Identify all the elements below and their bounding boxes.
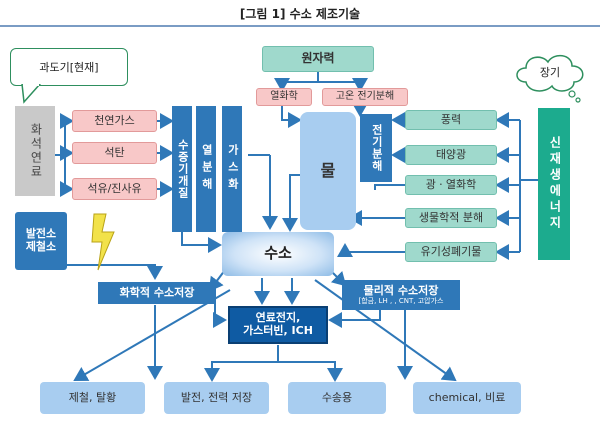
long-term-cloud: [516, 54, 584, 103]
fossil-fuel-group: 화석연료: [15, 106, 55, 196]
hydrogen-box: 수소: [222, 232, 334, 276]
physical-storage: 물리적 수소저장 [합금, LH , , CNT, 고압가스: [342, 280, 460, 310]
use-steel-desulfurization: 제철, 탈황: [40, 382, 145, 414]
current-callout-label: 과도기[현재]: [39, 61, 99, 74]
current-callout: 과도기[현재]: [10, 48, 128, 86]
use-transport: 수송용: [288, 382, 386, 414]
renewable-energy-group: 신재생에너지: [538, 108, 570, 260]
method-high-temp-electrolysis: 고온 전기분해: [322, 88, 408, 106]
renewable-organic-waste: 유기성폐기물: [405, 242, 497, 262]
long-term-label: 장기: [539, 66, 561, 79]
renewable-solar: 태양광: [405, 145, 497, 165]
fuel-cell-label: 연료전지, 가스터빈, ICH: [243, 311, 313, 337]
current-callout-tail: [21, 84, 42, 104]
fuel-cell-box: 연료전지, 가스터빈, ICH: [228, 306, 328, 344]
source-coal: 석탄: [72, 142, 157, 164]
source-oil: 석유/진사유: [72, 178, 157, 200]
renewable-biological: 생물학적 분해: [405, 208, 497, 228]
title-underline: [0, 25, 600, 27]
water-box: 물: [300, 112, 356, 230]
process-gasification: 가스화: [222, 106, 242, 232]
method-thermochemical: 열화학: [256, 88, 312, 106]
renewable-wind: 풍력: [405, 110, 497, 130]
physical-storage-sub: [합금, LH , , CNT, 고압가스: [358, 297, 444, 306]
power-plant-steelworks: 발전소 제철소: [15, 212, 67, 270]
figure-title: [그림 1] 수소 제조기술: [239, 7, 361, 21]
process-steam-reforming: 수증기개질: [172, 106, 192, 232]
source-natural-gas: 천연가스: [72, 110, 157, 132]
use-chemical-fertilizer: chemical, 비료: [413, 382, 521, 414]
use-power-storage: 발전, 전력 저장: [164, 382, 269, 414]
nuclear-box: 원자력: [262, 46, 374, 72]
title-bar: [그림 1] 수소 제조기술: [0, 0, 600, 26]
process-pyrolysis: 열분해: [196, 106, 216, 232]
physical-storage-label: 물리적 수소저장: [363, 283, 439, 297]
power-plant-label: 발전소 제철소: [25, 227, 57, 253]
electrolysis-box: 전기분해: [360, 114, 392, 182]
chemical-storage: 화학적 수소저장: [98, 282, 216, 304]
lightning-icon: [91, 213, 115, 271]
renewable-photo-thermochemical: 광ㆍ열화학: [405, 175, 497, 195]
